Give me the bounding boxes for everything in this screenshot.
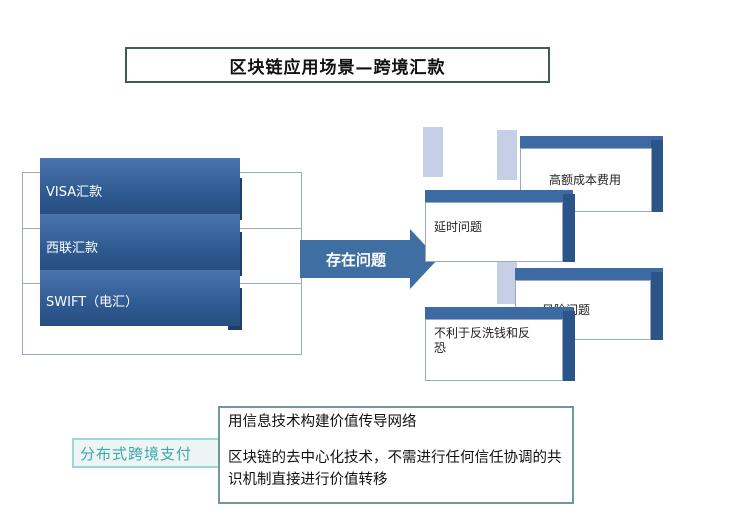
solution-line-2: 区块链的去中心化技术，不需进行任何信任协调的共识机制直接进行价值转移 [228,450,562,488]
channel-label: SWIFT（电汇） [46,294,139,310]
problem-label: 延时问题 [434,219,483,234]
ghost-block [497,262,517,304]
problem-box-top [515,268,663,280]
problem-box-side [651,272,663,340]
channel-bar-visa: VISA汇款 [40,158,240,214]
problem-box-top [425,190,573,202]
channel-bar-swift: SWIFT（电汇） [40,270,240,326]
arrow-label: 存在问题 [325,250,386,269]
problem-box-side [651,140,663,212]
problem-box-top [425,307,573,319]
problem-box-top [520,136,663,148]
problem-arrow: 存在问题 [300,240,412,278]
problem-label: 不利于反洗钱和反恐 [434,326,531,355]
solution-label: 分布式跨境支付 [72,438,220,468]
ghost-block [423,127,443,177]
channel-label: 西联汇款 [46,240,99,256]
page-title: 区块链应用场景—跨境汇款 [125,47,550,83]
problem-box-risk: 风险问题 [515,280,651,340]
solution-description: 用信息技术构建价值传导网络 区块链的去中心化技术，不需进行任何信任协调的共识机制… [218,406,574,504]
problem-label: 高额成本费用 [549,172,622,187]
solution-line-1: 用信息技术构建价值传导网络 [228,414,417,430]
channel-label: VISA汇款 [46,184,103,200]
problem-box-delay: 延时问题 [425,202,563,262]
problem-box-cost: 高额成本费用 [520,148,652,212]
problem-box-side [563,311,575,381]
channel-bar-western-union: 西联汇款 [40,214,240,270]
problem-box-side [563,194,575,262]
ghost-block [497,130,517,180]
problem-box-aml: 不利于反洗钱和反恐 [425,319,563,381]
